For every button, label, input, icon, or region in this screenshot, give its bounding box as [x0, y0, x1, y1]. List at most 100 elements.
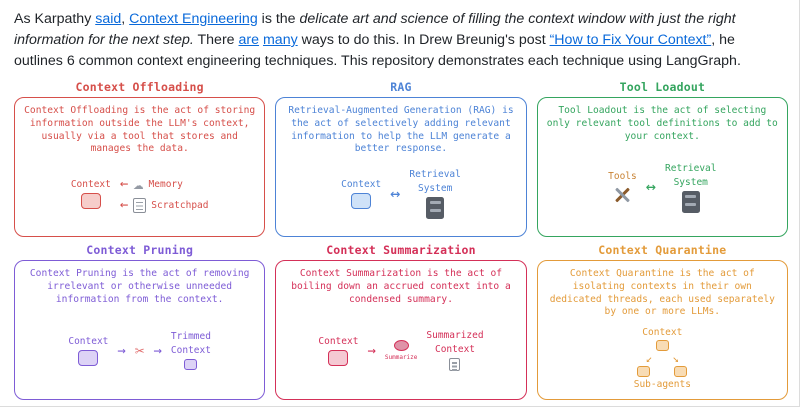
- card-description: Context Offloading is the act of storing…: [24, 105, 256, 155]
- card-box: Context Pruning is the act of removing i…: [14, 260, 266, 400]
- offload-targets: ← ☁ Memory ← Scratchpad: [119, 173, 209, 213]
- scratchpad-row: ← Scratchpad: [119, 197, 209, 213]
- summarized-label-line2: Context: [434, 344, 476, 356]
- trimmed-context-node: Trimmed Context: [170, 331, 211, 371]
- fanout-arrows: ↙ ↘: [646, 353, 679, 364]
- card-title: RAG: [390, 80, 412, 94]
- hammer-wrench-icon: [612, 185, 632, 205]
- card-title: Context Summarization: [326, 243, 476, 257]
- summarization-diagram: Context → Summarize Summarized Context: [276, 308, 525, 399]
- context-node: Context: [318, 336, 358, 366]
- scissors-icon: ✂: [134, 340, 145, 360]
- card-title: Context Quarantine: [598, 243, 727, 257]
- scratchpad-icon: [133, 197, 147, 213]
- intro-text: ,: [121, 11, 130, 27]
- summarize-node: Summarize: [384, 340, 418, 362]
- retrieval-label: Retrieval: [665, 162, 717, 174]
- trimmed-label-line1: Trimmed: [170, 331, 211, 343]
- scratchpad-label: Scratchpad: [151, 199, 209, 211]
- card-description: Context Pruning is the act of removing i…: [29, 268, 250, 305]
- card-title: Context Offloading: [75, 80, 204, 94]
- subagents-label: Sub-agents: [633, 378, 691, 390]
- context-node: Context: [341, 179, 381, 209]
- summarize-blob-icon: [393, 340, 409, 352]
- link-said[interactable]: said: [95, 11, 122, 27]
- arrow-right-icon: →: [153, 342, 162, 359]
- file-cabinet-icon: [426, 197, 445, 219]
- link-many[interactable]: many: [262, 32, 298, 48]
- trimmed-label-line2: Context: [170, 345, 211, 357]
- system-label: System: [673, 176, 708, 188]
- intro-italic-text: delicate art and science of filling the …: [14, 11, 736, 48]
- context-label: Context: [642, 326, 683, 338]
- memory-label: Memory: [148, 178, 183, 190]
- card-tool-loadout: Tool Loadout Tool Loadout is the act of …: [536, 78, 788, 237]
- trimmed-chip-icon: [184, 359, 198, 371]
- summarized-label-line1: Summarized: [426, 330, 484, 342]
- pruning-diagram: Context → ✂ → Trimmed Context: [15, 308, 264, 399]
- card-description: Context Quarantine is the act of isolati…: [549, 268, 775, 318]
- tool-loadout-diagram: Tools ↔ Retrieval System: [538, 145, 787, 236]
- retrieval-label: Retrieval: [409, 169, 461, 180]
- card-box: Context Offloading is the act of storing…: [14, 97, 266, 237]
- intro-text: is the: [257, 11, 300, 27]
- context-node: Context: [71, 179, 111, 209]
- context-label: Context: [341, 179, 382, 190]
- tools-label: Tools: [608, 170, 637, 182]
- card-box: Context Quarantine is the act of isolati…: [536, 260, 788, 400]
- cloud-icon: ☁: [133, 173, 144, 194]
- arrow-both-icon: ↔: [645, 177, 656, 198]
- context-label: Context: [318, 335, 359, 347]
- tools-node: Tools: [608, 171, 637, 205]
- intro-text: , he outlines 6 common context engineeri…: [14, 32, 741, 69]
- card-rag: RAG Retrieval-Augmented Generation (RAG)…: [275, 78, 527, 237]
- intro-paragraph: As Karpathy said, Context Engineering is…: [0, 0, 800, 72]
- link-how-to-fix-your-context[interactable]: “How to Fix Your Context”: [549, 32, 712, 48]
- card-context-offloading: Context Offloading Context Offloading is…: [14, 78, 266, 237]
- card-description: Tool Loadout is the act of selecting onl…: [546, 105, 778, 142]
- context-chip-icon: [328, 349, 349, 366]
- context-chip-icon: [655, 339, 669, 351]
- card-description: Retrieval-Augmented Generation (RAG) is …: [288, 105, 514, 155]
- summary-page-icon: [449, 358, 461, 372]
- subagent-chip-icon: [674, 365, 688, 377]
- card-title: Tool Loadout: [619, 80, 706, 94]
- intro-text: There: [193, 32, 239, 48]
- card-context-quarantine: Context Quarantine Context Quarantine is…: [536, 241, 788, 400]
- card-box: Retrieval-Augmented Generation (RAG) is …: [275, 97, 527, 237]
- summarize-label: Summarize: [384, 354, 418, 362]
- card-box: Tool Loadout is the act of selecting onl…: [536, 97, 788, 237]
- card-context-pruning: Context Pruning Context Pruning is the a…: [14, 241, 266, 400]
- technique-cards-grid: Context Offloading Context Offloading is…: [0, 72, 800, 400]
- retrieval-system-node: Retrieval System: [409, 169, 461, 219]
- card-box: Context Summarization is the act of boil…: [275, 260, 527, 400]
- rag-diagram: Context ↔ Retrieval System: [276, 158, 525, 236]
- link-context-engineering[interactable]: Context Engineering: [129, 11, 258, 27]
- quarantine-diagram: Context ↙ ↘ Sub-agents: [538, 321, 787, 399]
- context-chip-icon: [80, 193, 101, 209]
- file-cabinet-icon: [681, 190, 700, 213]
- memory-row: ← ☁ Memory: [119, 173, 209, 194]
- arrow-left-icon: ←: [119, 197, 129, 213]
- link-are[interactable]: are: [238, 32, 260, 48]
- context-node: Context: [68, 336, 108, 366]
- subagent-chips: [637, 365, 688, 377]
- arrow-down-left-icon: ↙: [645, 351, 653, 365]
- card-title: Context Pruning: [86, 243, 194, 257]
- subagent-chip-icon: [637, 365, 651, 377]
- arrow-right-icon: →: [367, 342, 376, 359]
- card-context-summarization: Context Summarization Context Summarizat…: [275, 241, 527, 400]
- card-description: Context Summarization is the act of boil…: [291, 268, 511, 305]
- context-chip-icon: [351, 193, 372, 209]
- context-label: Context: [68, 335, 109, 347]
- summarized-context-node: Summarized Context: [426, 330, 484, 372]
- retrieval-system-node: Retrieval System: [665, 163, 716, 213]
- arrow-down-right-icon: ↘: [672, 351, 679, 365]
- context-chip-icon: [78, 349, 99, 366]
- context-label: Context: [70, 179, 111, 190]
- arrow-left-icon: ←: [119, 176, 129, 192]
- arrow-right-icon: →: [117, 342, 126, 359]
- intro-text: As Karpathy: [14, 11, 96, 27]
- arrow-both-icon: ↔: [390, 183, 401, 204]
